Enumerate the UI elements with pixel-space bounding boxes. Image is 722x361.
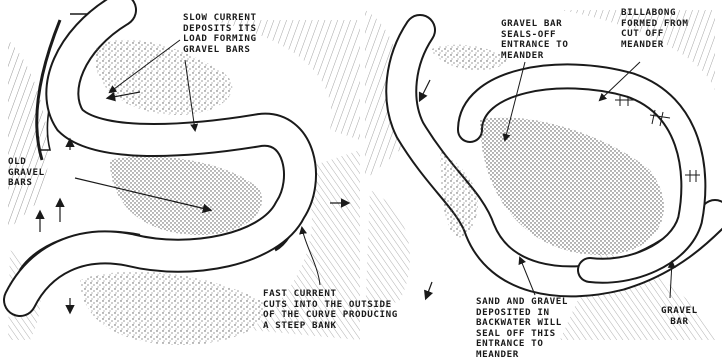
left-gravel-bars <box>80 40 265 345</box>
label-fast-current: FAST CURRENT CUTS INTO THE OUTSIDE OF TH… <box>263 289 398 331</box>
label-gravel-bar: GRAVEL BAR <box>661 306 698 327</box>
label-sand-and-gravel: SAND AND GRAVEL DEPOSITED IN BACKWATER W… <box>476 297 568 361</box>
label-gravel-bar-seals: GRAVEL BAR SEALS-OFF ENTRANCE TO MEANDER <box>501 19 568 61</box>
label-billabong: BILLABONG FORMED FROM CUT OFF MEANDER <box>621 8 688 50</box>
label-old-gravel-bars: OLD GRAVEL BARS <box>8 157 45 189</box>
right-flow-arrows <box>420 80 432 298</box>
label-slow-current: SLOW CURRENT DEPOSITS ITS LOAD FORMING G… <box>183 13 257 55</box>
